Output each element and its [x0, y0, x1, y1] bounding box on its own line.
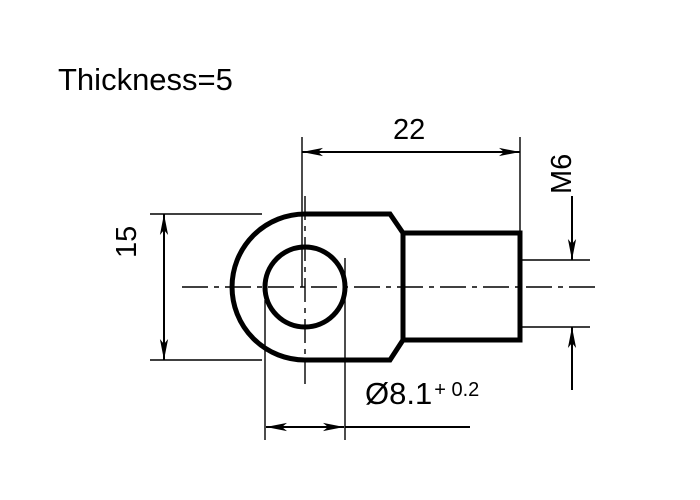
- dimension-label-length: 22: [393, 114, 426, 146]
- thickness-note: Thickness=5: [58, 62, 233, 97]
- bore-circle: [262, 244, 348, 330]
- bore-tolerance-value: + 0.2: [434, 379, 480, 402]
- dimension-label-head-height: 15: [111, 225, 143, 258]
- dimension-label-bore: Ø8.1+ 0.2: [365, 378, 479, 409]
- part-outline: [229, 211, 523, 363]
- bore-diameter-value: Ø8.1: [365, 376, 433, 411]
- dimension-label-thread: M6: [546, 153, 578, 194]
